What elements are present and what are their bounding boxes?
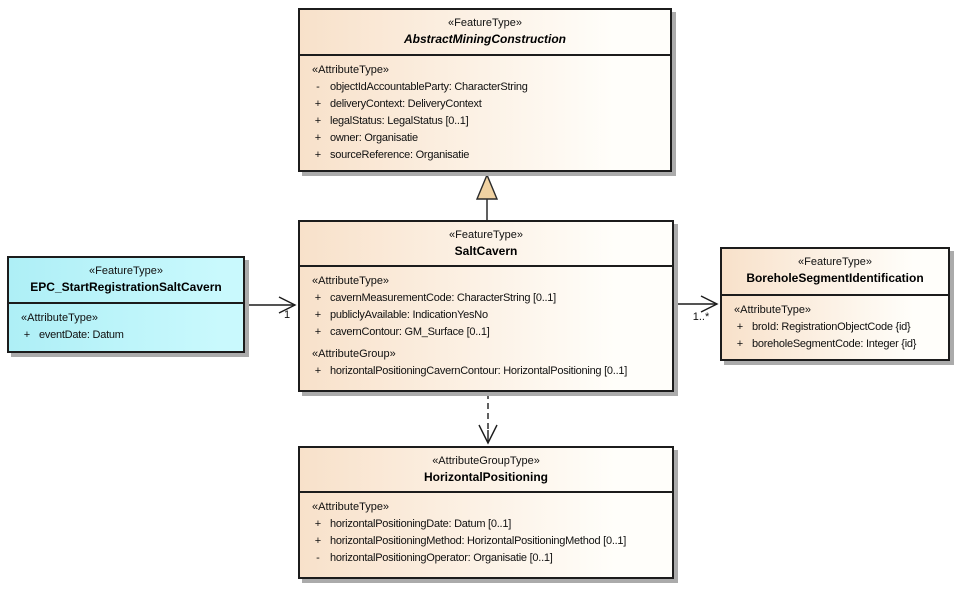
section-heading: «AttributeType» — [312, 501, 390, 513]
attribute-row: + cavernMeasurementCode: CharacterString … — [306, 290, 668, 307]
attribute-row: + boreholeSegmentCode: Integer {id} — [728, 336, 944, 353]
attributes-compartment: «AttributeType» + eventDate: Datum — [9, 304, 243, 344]
class-header: «FeatureType» SaltCavern — [300, 222, 672, 267]
section-heading: «AttributeType» — [312, 64, 390, 76]
stereotype-label: «AttributeGroupType» — [432, 455, 540, 467]
attribute-row: + broId: RegistrationObjectCode {id} — [728, 319, 944, 336]
stereotype-label: «FeatureType» — [449, 229, 523, 241]
class-salt-cavern: «FeatureType» SaltCavern «AttributeType»… — [298, 220, 674, 392]
attribute-row: + horizontalPositioningCavernContour: Hor… — [306, 363, 668, 380]
multiplicity-label-right: 1..* — [692, 311, 710, 323]
class-header: «AttributeGroupType» HorizontalPositioni… — [300, 448, 672, 493]
attributes-compartment: «AttributeType» + horizontalPositioningDa… — [300, 493, 672, 567]
attribute-text: owner: Organisatie — [330, 132, 418, 144]
visibility-prefix: + — [736, 321, 744, 333]
stereotype-label: «FeatureType» — [798, 256, 872, 268]
attribute-row: + sourceReference: Organisatie — [306, 147, 666, 164]
generalization-saltcavern-to-abstractminingconstruction — [475, 173, 499, 220]
dependency-saltcavern-to-horizontalpositioning — [478, 393, 498, 445]
visibility-prefix: + — [736, 338, 744, 350]
class-name: SaltCavern — [454, 244, 518, 258]
section-heading: «AttributeType» — [734, 304, 812, 316]
class-name: AbstractMiningConstruction — [404, 32, 566, 46]
attribute-text: eventDate: Datum — [39, 329, 124, 341]
attribute-row: + horizontalPositioningDate: Datum [0..1] — [306, 516, 668, 533]
attribute-row: -objectIdAccountableParty: CharacterStri… — [306, 79, 666, 96]
attributes-compartment: «AttributeType» + broId: RegistrationObje… — [722, 296, 948, 353]
class-epc-start-registration-salt-cavern: «FeatureType» EPC_StartRegistrationSaltC… — [7, 256, 245, 353]
class-header: «FeatureType» BoreholeSegmentIdentificat… — [722, 249, 948, 296]
attribute-text: objectIdAccountableParty: CharacterStrin… — [330, 81, 528, 93]
visibility-prefix: + — [314, 115, 322, 127]
visibility-prefix: + — [314, 292, 322, 304]
class-header: «FeatureType» EPC_StartRegistrationSaltC… — [9, 258, 243, 304]
attribute-text: publiclyAvailable: IndicationYesNo — [330, 309, 488, 321]
class-horizontal-positioning: «AttributeGroupType» HorizontalPositioni… — [298, 446, 674, 579]
association-saltcavern-to-boreholesegmentidentification — [676, 295, 719, 313]
visibility-prefix: + — [23, 329, 31, 341]
attribute-text: horizontalPositioningCavernContour: Hori… — [330, 365, 628, 377]
attribute-text: cavernContour: GM_Surface [0..1] — [330, 326, 490, 338]
attribute-row: + publiclyAvailable: IndicationYesNo — [306, 307, 668, 324]
visibility-prefix: - — [316, 81, 320, 93]
multiplicity-label-left: 1 — [283, 309, 291, 321]
class-name: HorizontalPositioning — [424, 470, 548, 484]
visibility-prefix: + — [314, 326, 322, 338]
section-heading: «AttributeType» — [312, 275, 390, 287]
attribute-row: + deliveryContext: DeliveryContext — [306, 96, 666, 113]
attribute-text: boreholeSegmentCode: Integer {id} — [752, 338, 917, 350]
stereotype-label: «FeatureType» — [448, 17, 522, 29]
stereotype-label: «FeatureType» — [89, 265, 163, 277]
attributes-compartment: «AttributeType» -objectIdAccountablePart… — [300, 56, 670, 164]
visibility-prefix: + — [314, 98, 322, 110]
attribute-text: sourceReference: Organisatie — [330, 149, 470, 161]
attribute-text: cavernMeasurementCode: CharacterString [… — [330, 292, 556, 304]
attribute-row: + legalStatus: LegalStatus [0..1] — [306, 113, 666, 130]
attribute-text: horizontalPositioningOperator: Organisat… — [330, 552, 553, 564]
attribute-row: + owner: Organisatie — [306, 130, 666, 147]
section-heading: «AttributeGroup» — [312, 348, 396, 360]
attribute-row: + eventDate: Datum — [15, 327, 239, 344]
attribute-text: broId: RegistrationObjectCode {id} — [752, 321, 911, 333]
attribute-row: + cavernContour: GM_Surface [0..1] — [306, 324, 668, 341]
visibility-prefix: + — [314, 365, 322, 377]
visibility-prefix: + — [314, 518, 322, 530]
visibility-prefix: + — [314, 309, 322, 321]
visibility-prefix: + — [314, 535, 322, 547]
visibility-prefix: + — [314, 149, 322, 161]
class-header: «FeatureType» AbstractMiningConstruction — [300, 10, 670, 56]
class-name: EPC_StartRegistrationSaltCavern — [30, 280, 222, 294]
attribute-text: horizontalPositioningDate: Datum [0..1] — [330, 518, 512, 530]
visibility-prefix: - — [316, 552, 320, 564]
attribute-text: legalStatus: LegalStatus [0..1] — [330, 115, 469, 127]
class-name: BoreholeSegmentIdentification — [746, 271, 924, 285]
attribute-text: horizontalPositioningMethod: HorizontalP… — [330, 535, 627, 547]
class-borehole-segment-identification: «FeatureType» BoreholeSegmentIdentificat… — [720, 247, 950, 361]
visibility-prefix: + — [314, 132, 322, 144]
attributes-compartment: «AttributeType» + cavernMeasurementCode: … — [300, 267, 672, 380]
section-heading: «AttributeType» — [21, 312, 99, 324]
attribute-row: + horizontalPositioningMethod: Horizontal… — [306, 533, 668, 550]
attribute-row: -horizontalPositioningOperator: Organisa… — [306, 550, 668, 567]
attribute-text: deliveryContext: DeliveryContext — [330, 98, 482, 110]
class-abstract-mining-construction: «FeatureType» AbstractMiningConstruction… — [298, 8, 672, 172]
